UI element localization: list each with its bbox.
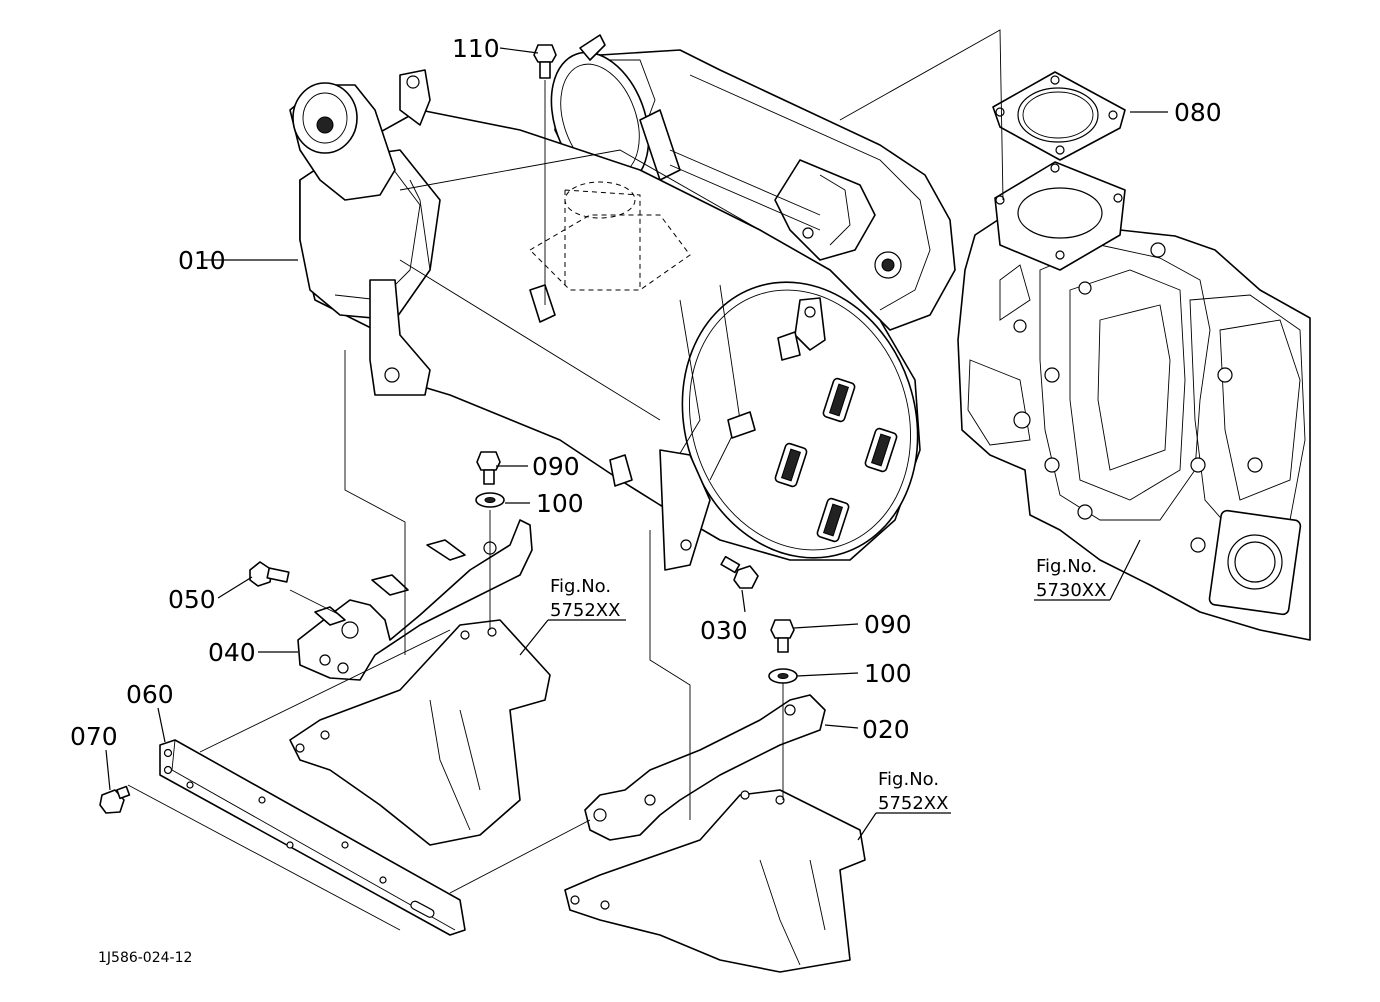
callout-050: 050 bbox=[168, 585, 216, 614]
figure-ref-left-label: Fig.No. bbox=[550, 576, 611, 597]
frame-support-right-drawing bbox=[564, 789, 866, 973]
bolt-110-drawing bbox=[533, 44, 557, 79]
callout-100-lower: 100 bbox=[864, 659, 912, 688]
dpf-muffler-010-drawing bbox=[289, 34, 956, 571]
gasket-080-drawing bbox=[992, 71, 1126, 161]
callout-010: 010 bbox=[178, 246, 226, 275]
figure-ref-engine-label: Fig.No. bbox=[1036, 556, 1097, 577]
callout-040: 040 bbox=[208, 638, 256, 667]
engine-block-drawing bbox=[957, 161, 1311, 641]
left-bracket-040-drawing bbox=[297, 519, 533, 681]
callout-090-lower: 090 bbox=[864, 610, 912, 639]
washer-100-upper-drawing bbox=[475, 492, 505, 508]
figure-ref-left-number: 5752XX bbox=[550, 600, 620, 621]
bolt-070-drawing bbox=[99, 785, 131, 814]
callouts: 110 080 010 090 100 050 040 030 090 100 … bbox=[70, 34, 1222, 751]
callout-030: 030 bbox=[700, 616, 748, 645]
figure-ref-right: Fig.No. 5752XX bbox=[878, 769, 948, 814]
bolt-090-upper-drawing bbox=[476, 451, 501, 485]
callout-070: 070 bbox=[70, 722, 118, 751]
figure-ref-engine: Fig.No. 5730XX bbox=[1036, 556, 1106, 601]
figure-ref-right-number: 5752XX bbox=[878, 793, 948, 814]
right-bracket-020-drawing bbox=[584, 694, 826, 841]
bolt-090-lower-drawing bbox=[770, 619, 795, 653]
figure-ref-right-label: Fig.No. bbox=[878, 769, 939, 790]
bolt-030-drawing bbox=[720, 555, 759, 589]
callout-100-upper: 100 bbox=[536, 489, 584, 518]
callout-110: 110 bbox=[452, 34, 500, 63]
leader-lines bbox=[105, 29, 1168, 931]
washer-100-lower-drawing bbox=[768, 668, 798, 684]
figure-ref-left: Fig.No. 5752XX bbox=[550, 576, 620, 621]
callout-020: 020 bbox=[862, 715, 910, 744]
figure-ref-engine-number: 5730XX bbox=[1036, 580, 1106, 601]
frame-support-left-drawing bbox=[289, 619, 551, 846]
callout-090-upper: 090 bbox=[532, 452, 580, 481]
support-bar-060-drawing bbox=[159, 739, 466, 936]
callout-060: 060 bbox=[126, 680, 174, 709]
callout-080: 080 bbox=[1174, 98, 1222, 127]
document-id: 1J586-024-12 bbox=[98, 950, 192, 966]
bolt-050-drawing bbox=[249, 561, 290, 587]
